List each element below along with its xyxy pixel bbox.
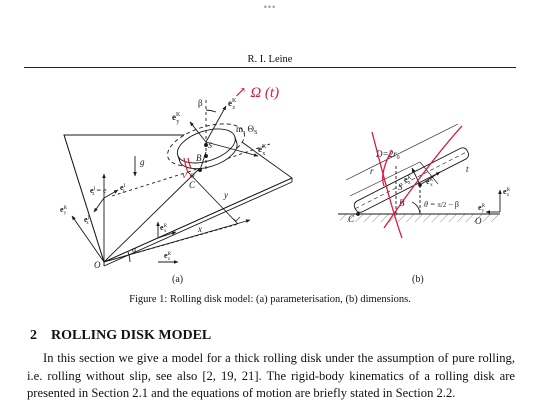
section-number: 2 xyxy=(30,328,37,343)
label-beta: β xyxy=(198,98,203,108)
label-C: C xyxy=(189,180,196,190)
panel-b xyxy=(338,123,502,222)
eyK-axis xyxy=(189,121,207,143)
label-S: S xyxy=(208,141,212,150)
figure-caption: Figure 1: Rolling disk model: (a) parame… xyxy=(129,294,411,305)
panel-a xyxy=(63,100,293,267)
red-cross-out xyxy=(371,125,463,239)
exI-axis xyxy=(93,197,105,213)
label-C-b: C xyxy=(348,214,355,224)
x-line xyxy=(103,223,239,263)
label-x: x xyxy=(197,224,202,234)
label-g: g xyxy=(140,157,145,167)
body-line-3: presented in Section 2.1 and the equatio… xyxy=(27,386,456,400)
eyI-axis xyxy=(103,189,119,199)
section-heading: 2 ROLLING DISK MODEL xyxy=(30,328,211,344)
ground-hatch xyxy=(340,214,498,222)
contact-dash xyxy=(111,171,189,197)
disk xyxy=(167,123,245,170)
label-t: t xyxy=(466,164,469,174)
label-B: B xyxy=(196,153,202,163)
label-theta: θ = π/2 − β xyxy=(424,200,459,209)
beta-arc xyxy=(205,109,217,113)
eyR-axis xyxy=(71,215,105,263)
toolbar-dots[interactable]: ••• xyxy=(263,2,277,12)
plane-edge xyxy=(63,134,105,263)
label-y: y xyxy=(223,190,228,200)
alpha-arc xyxy=(127,251,131,263)
y-line xyxy=(103,167,201,263)
section-title: ROLLING DISK MODEL xyxy=(51,328,212,343)
y-distance xyxy=(187,171,239,225)
body-line-1: In this section we give a model for a th… xyxy=(43,351,515,365)
exR-small xyxy=(157,231,177,239)
theta-arc xyxy=(411,201,421,215)
label-r: r xyxy=(370,166,374,176)
label-S-b: S xyxy=(398,182,403,192)
red-annotations-a: ↗ Ω (t) ν a xyxy=(182,85,279,181)
label-O: O xyxy=(94,260,101,270)
label-D: D=2r0 xyxy=(375,149,400,161)
running-header: R. I. Leine xyxy=(247,54,293,65)
D-dimension xyxy=(345,123,459,181)
label-O-b: O xyxy=(475,216,482,226)
omega-annotation: ↗ Ω (t) xyxy=(234,85,279,101)
body-paragraph: In this section we give a model for a th… xyxy=(27,350,515,403)
hand-annotation: ν a xyxy=(182,169,196,181)
body-line-2: i.e. rolling without slip, see also [2, … xyxy=(27,368,515,383)
label-mass: m, ΘS xyxy=(236,124,257,136)
ezK-axis xyxy=(205,105,227,143)
exK-b xyxy=(411,167,421,186)
label-alpha: α xyxy=(132,245,137,254)
sublabel-a: (a) xyxy=(172,274,183,284)
exK-axis xyxy=(205,141,259,157)
ezK-b xyxy=(419,171,441,186)
sublabel-b: (b) xyxy=(412,274,424,284)
header-rule xyxy=(24,67,516,68)
